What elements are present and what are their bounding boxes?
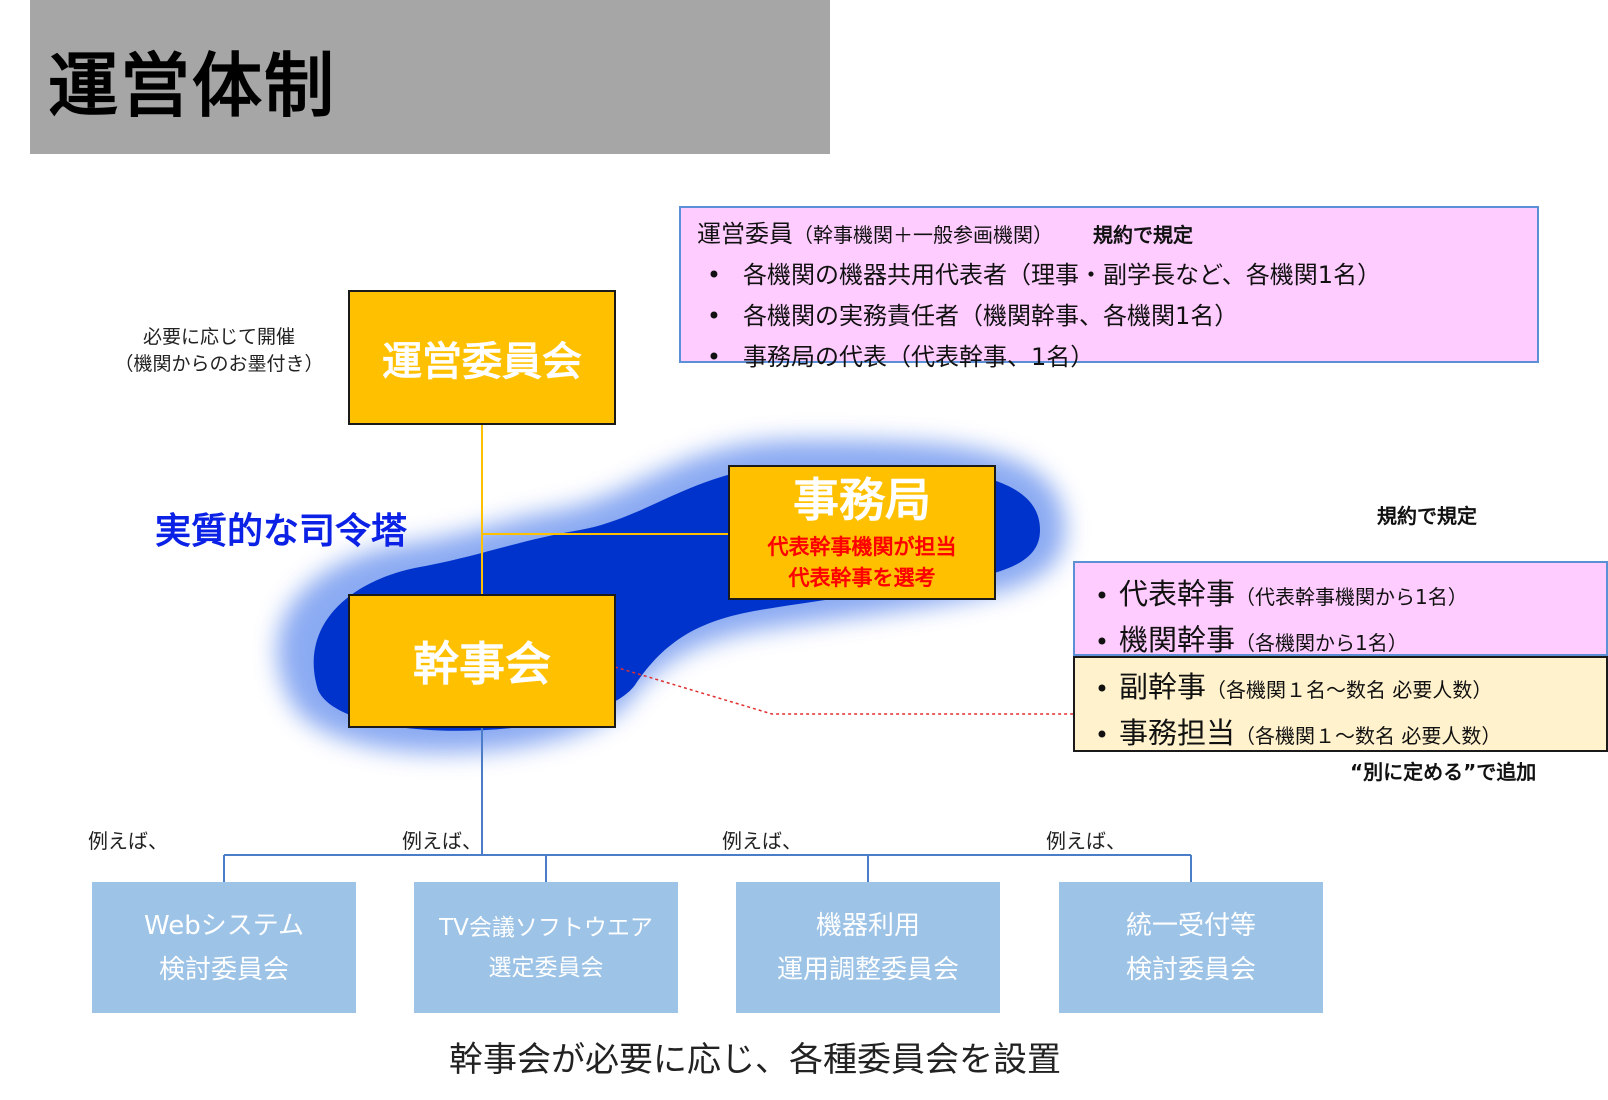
officers-item-main: 代表幹事 — [1119, 577, 1236, 611]
steering-note-line1: 必要に応じて開催 — [142, 326, 295, 348]
extra-officers-item-note: （各機関１～数名 必要人数） — [1235, 724, 1502, 748]
officers-item-note: （代表幹事機関から1名） — [1235, 585, 1468, 609]
officers-box: • 代表幹事 （代表幹事機関から1名） • 機関幹事 （各機関から1名） — [1073, 561, 1608, 659]
extra-officers-box: • 副幹事 （各機関１名～数名 必要人数） • 事務担当 （各機関１～数名 必要… — [1073, 656, 1608, 752]
members-item: •各機関の実務責任者（機関幹事、各機関1名） — [697, 296, 1537, 331]
steering-committee-label: 運営委員会 — [382, 338, 582, 385]
officers-rule-label: 規約で規定 — [1377, 504, 1477, 528]
secretariat-box: 事務局 代表幹事機関が担当 代表幹事を選考 — [728, 465, 996, 600]
committee-line1: 統一受付等 — [1125, 910, 1256, 941]
example-label: 例えば、 — [722, 829, 802, 853]
steering-note-line2: （機関からのお墨付き） — [114, 353, 324, 375]
footer-caption: 幹事会が必要に応じ、各種委員会を設置 — [449, 1040, 1061, 1080]
members-item: •各機関の機器共用代表者（理事・副学長など、各機関1名） — [697, 255, 1537, 290]
steering-note: 必要に応じて開催 （機関からのお墨付き） — [104, 324, 334, 378]
leader-dotted — [614, 666, 1073, 715]
steering-committee-box: 運営委員会 — [348, 290, 616, 425]
extra-officers-item: • 事務担当 （各機関１～数名 必要人数） — [1085, 710, 1606, 752]
officers-item-note: （各機関から1名） — [1235, 631, 1408, 655]
example-label: 例えば、 — [402, 829, 482, 853]
members-rule-label: 規約で規定 — [1093, 223, 1193, 247]
committee-line1: 機器利用 — [815, 910, 920, 941]
committee-line2: 選定委員会 — [488, 954, 604, 981]
page-title: 運営体制 — [48, 45, 336, 127]
members-heading: 運営委員 — [697, 220, 793, 248]
secretariat-label: 事務局 — [793, 473, 931, 527]
extra-officers-item-main: 事務担当 — [1119, 716, 1236, 750]
extra-officers-item-main: 副幹事 — [1119, 670, 1207, 704]
board-label: 幹事会 — [413, 637, 551, 691]
members-item: •事務局の代表（代表幹事、1名） — [697, 337, 1537, 372]
extra-officers-item-note: （各機関１名～数名 必要人数） — [1206, 678, 1493, 702]
members-box: 運営委員 （幹事機関＋一般参画機関） 規約で規定 •各機関の機器共用代表者（理事… — [679, 206, 1539, 371]
members-item-text: 各機関の機器共用代表者（理事・副学長など、各機関1名） — [743, 261, 1382, 289]
board-box: 幹事会 — [348, 594, 616, 728]
secretariat-line2: 代表幹事を選考 — [788, 566, 936, 590]
example-label: 例えば、 — [88, 829, 168, 853]
committee-line1: Webシステム — [144, 910, 304, 941]
committee-box: 統一受付等 検討委員会 — [1059, 882, 1323, 1013]
commander-label: 実質的な司令塔 — [155, 511, 408, 552]
officers-item: • 代表幹事 （代表幹事機関から1名） — [1085, 571, 1606, 613]
members-heading-note: （幹事機関＋一般参画機関） — [793, 223, 1053, 247]
committee-box: TV会議ソフトウエア 選定委員会 — [414, 882, 678, 1013]
secretariat-line1: 代表幹事機関が担当 — [767, 535, 957, 559]
committee-line1: TV会議ソフトウエア — [439, 914, 653, 941]
title-bar — [30, 0, 830, 154]
example-label: 例えば、 — [1046, 829, 1126, 853]
officers-item-main: 機関幹事 — [1119, 623, 1236, 657]
committee-box: Webシステム 検討委員会 — [92, 882, 356, 1013]
extra-officers-item: • 副幹事 （各機関１名～数名 必要人数） — [1085, 664, 1606, 706]
committee-line2: 運用調整委員会 — [776, 954, 959, 985]
committee-line2: 検討委員会 — [158, 954, 289, 985]
members-item-text: 各機関の実務責任者（機関幹事、各機関1名） — [743, 302, 1239, 330]
extra-officers-caption: “別に定める”で追加 — [1350, 760, 1537, 784]
committee-line2: 検討委員会 — [1125, 954, 1256, 985]
committee-box: 機器利用 運用調整委員会 — [736, 882, 1000, 1013]
members-item-text: 事務局の代表（代表幹事、1名） — [743, 343, 1095, 371]
officers-item: • 機関幹事 （各機関から1名） — [1085, 617, 1606, 659]
